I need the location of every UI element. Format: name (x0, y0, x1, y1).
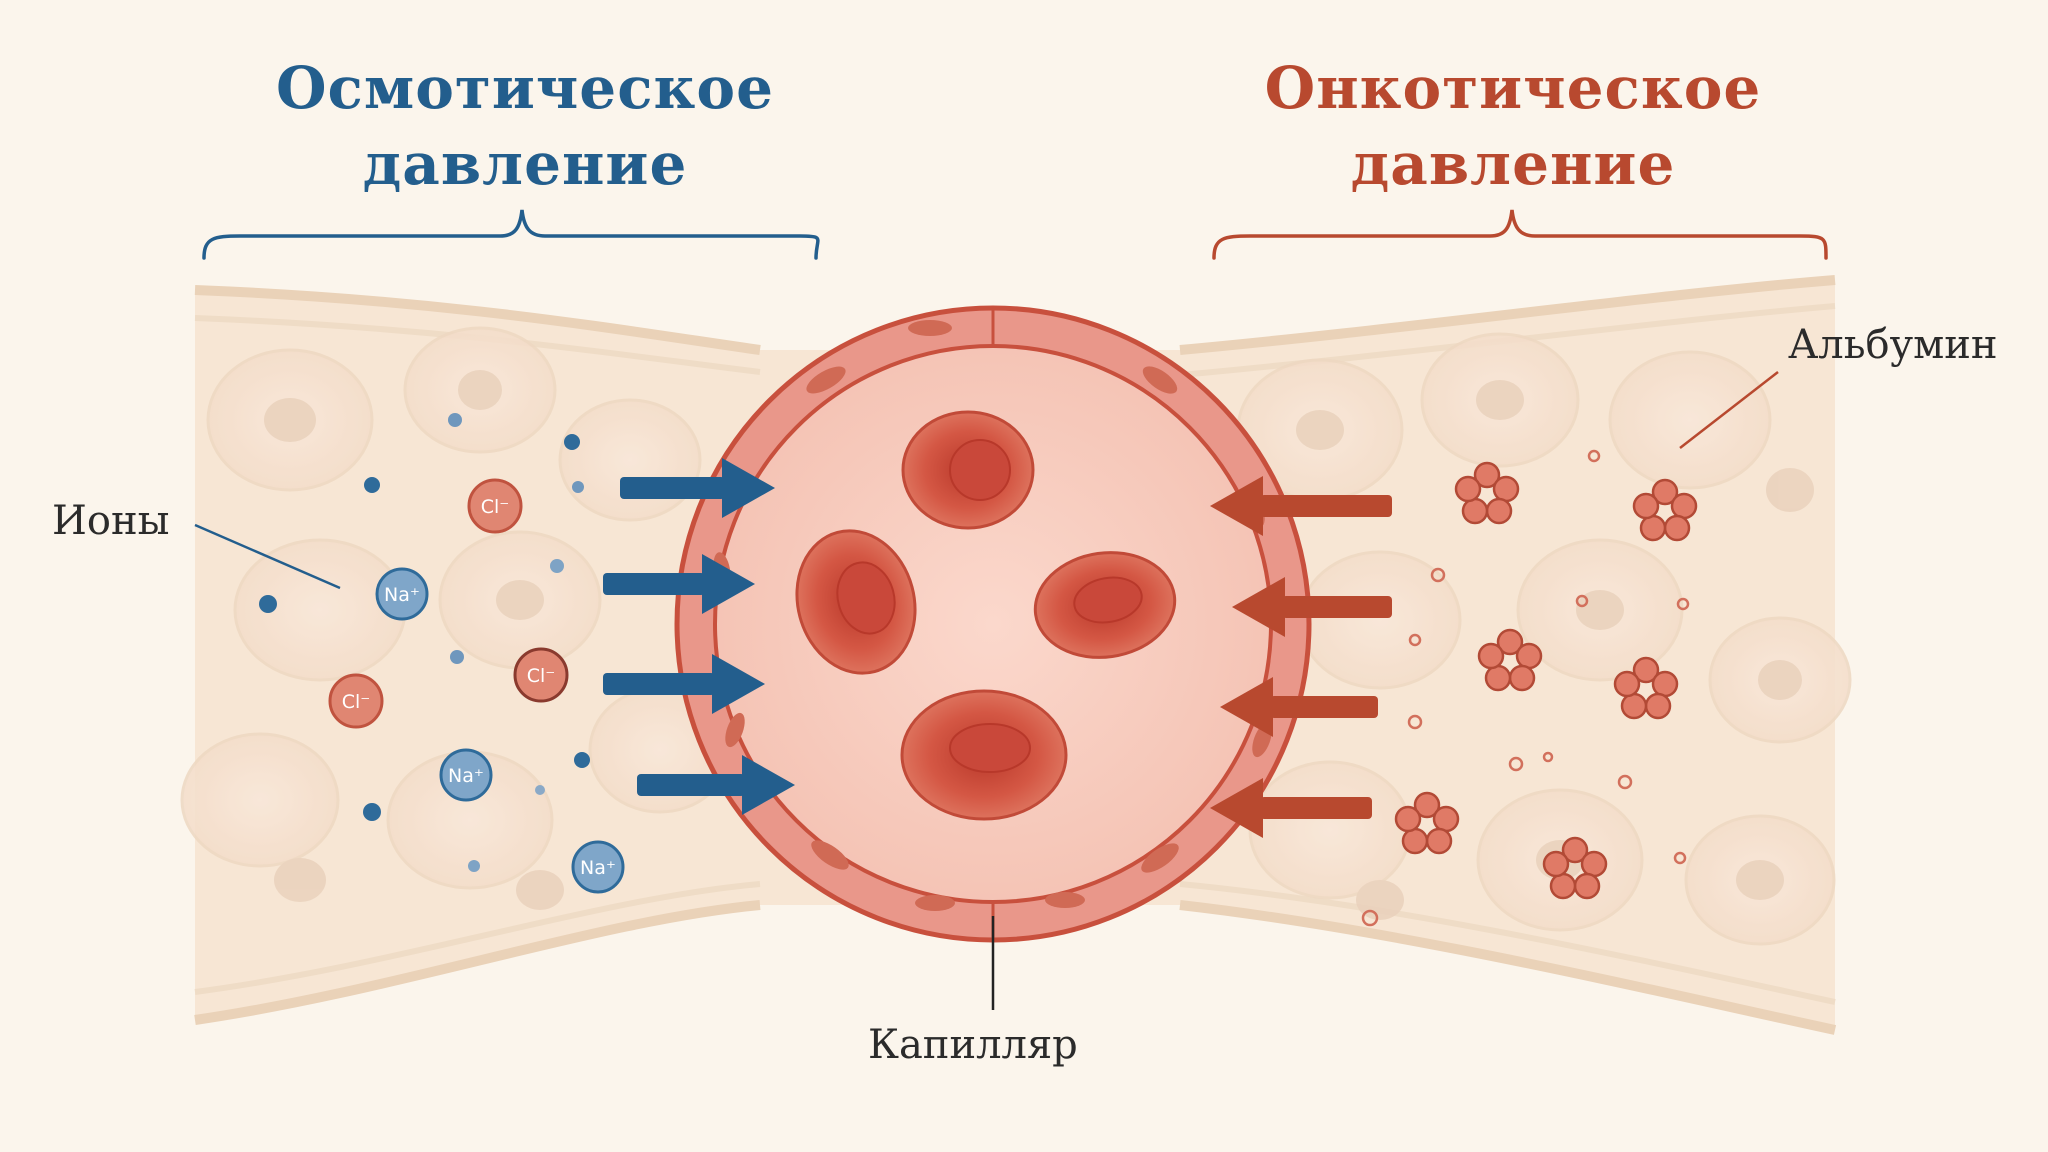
arrow-left-icon (1210, 778, 1372, 838)
albumin-molecule (1632, 478, 1698, 542)
chloride-label: Cl⁻ (481, 496, 510, 518)
arrow-left-icon (1232, 577, 1392, 637)
sodium-label: Na⁺ (448, 765, 484, 787)
osmotic-title-line2: давление (362, 130, 688, 198)
arrow-right-icon (620, 458, 775, 518)
capillary (674, 305, 1312, 943)
albumin-leader-line (1679, 371, 1779, 449)
arrow-right-icon (603, 554, 755, 614)
arrow-right-icon (637, 755, 795, 815)
ion-chloride-3: Cl⁻ (328, 673, 384, 729)
osmotic-title-line1: Осмотическое (275, 54, 774, 122)
ion-sodium-2: Na⁺ (439, 748, 493, 802)
albumin-molecule (1477, 628, 1543, 692)
oncotic-pressure-title: Онкотическое давление (1163, 50, 1863, 202)
albumin-molecule (1542, 836, 1608, 900)
oncotic-arrows (1210, 476, 1392, 838)
arrow-right-icon (603, 654, 765, 714)
oncotic-title-line2: давление (1350, 130, 1676, 198)
tissue-cells-right (1236, 332, 1852, 946)
arrow-left-icon (1220, 677, 1378, 737)
albumin-molecule (1394, 791, 1460, 855)
capillary-label: Капилляр (868, 1022, 1078, 1068)
ion-sodium-3: Na⁺ (571, 840, 625, 894)
ions-label: Ионы (52, 498, 170, 544)
sodium-label: Na⁺ (384, 584, 420, 606)
sodium-label: Na⁺ (580, 857, 616, 879)
tissue-cells-left (180, 326, 732, 910)
chloride-label: Cl⁻ (342, 691, 371, 713)
albumin-label: Альбумин (1788, 322, 1998, 368)
ion-chloride-1: Cl⁻ (467, 478, 523, 534)
albumin-molecule (1613, 656, 1679, 720)
ion-chloride-2: Cl⁻ (513, 647, 569, 703)
ion-dots (259, 413, 590, 872)
oncotic-title-line1: Онкотическое (1264, 54, 1762, 122)
albumin-molecule (1454, 461, 1520, 525)
oncotic-brace (1212, 209, 1828, 260)
ions-leader-line (194, 523, 341, 590)
red-blood-cells (795, 410, 1177, 821)
ion-sodium-1: Na⁺ (375, 567, 429, 621)
osmotic-pressure-title: Осмотическое давление (175, 50, 875, 202)
protein-dots (1361, 449, 1690, 927)
osmotic-brace (202, 209, 820, 260)
albumin-molecules (1394, 461, 1698, 900)
arrow-left-icon (1210, 476, 1392, 536)
osmotic-arrows (603, 458, 795, 815)
chloride-label: Cl⁻ (527, 665, 556, 687)
